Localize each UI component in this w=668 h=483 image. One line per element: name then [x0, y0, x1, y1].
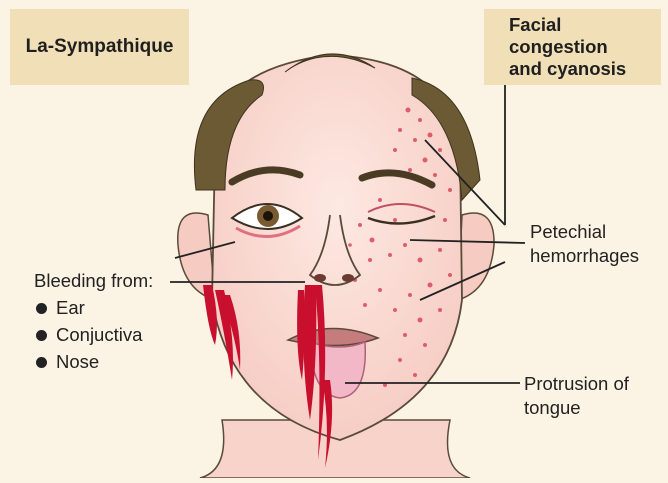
title-box-right: Facial congestion and cyanosis [484, 9, 661, 85]
bleeding-item-nose: Nose [34, 350, 153, 374]
tongue-label: Protrusion of tongue [524, 372, 629, 420]
right-nostril [342, 274, 354, 282]
petechial-line-1: Petechial [530, 220, 639, 244]
left-nostril [314, 274, 326, 282]
title-right-line-3: and cyanosis [509, 58, 626, 80]
tongue-line-1: Protrusion of [524, 372, 629, 396]
tongue-line-2: tongue [524, 396, 629, 420]
bullet-icon [36, 303, 47, 314]
petechial-label: Petechial hemorrhages [530, 220, 639, 268]
title-right-line-2: congestion [509, 36, 626, 58]
bleeding-item-conjuctiva: Conjuctiva [34, 323, 153, 347]
title-right-line-1: Facial [509, 14, 626, 36]
left-pupil [263, 211, 273, 221]
bullet-icon [36, 357, 47, 368]
title-box-left: La-Sympathique [10, 9, 189, 85]
bleeding-item-ear: Ear [34, 296, 153, 320]
bullet-icon [36, 330, 47, 341]
bleeding-label: Bleeding from: Ear Conjuctiva Nose [34, 269, 153, 374]
right-ear [458, 213, 494, 300]
bleeding-heading: Bleeding from: [34, 269, 153, 293]
petechial-line-2: hemorrhages [530, 244, 639, 268]
title-left: La-Sympathique [26, 36, 174, 58]
